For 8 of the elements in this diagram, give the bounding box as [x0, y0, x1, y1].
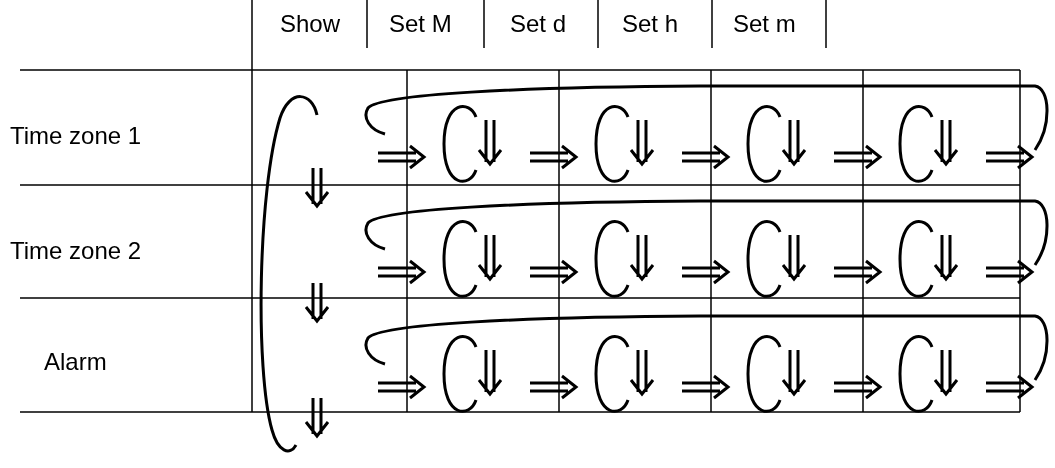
column-header: Set h — [622, 12, 679, 36]
row-header: Time zone 1 — [10, 124, 142, 148]
row-header: Alarm — [44, 350, 107, 374]
column-header: Show — [280, 12, 341, 36]
column-header: Set m — [733, 12, 796, 36]
column-header: Set M — [389, 12, 452, 36]
row-header: Time zone 2 — [10, 239, 142, 263]
column-header: Set d — [510, 12, 567, 36]
